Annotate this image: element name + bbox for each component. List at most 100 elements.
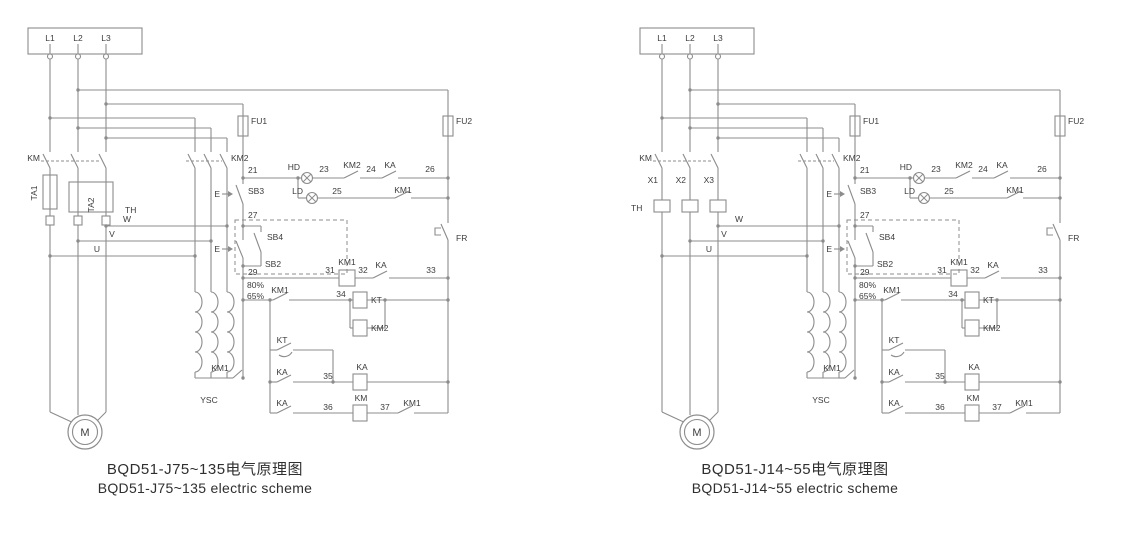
emergency-arrow-icon xyxy=(228,191,233,197)
contact-stroke xyxy=(381,170,397,179)
junction-dot xyxy=(446,176,450,180)
symbol-frame xyxy=(442,115,454,137)
component-label: KM1 xyxy=(403,398,421,408)
junction-dot xyxy=(268,380,272,384)
component-label: HD xyxy=(288,162,300,172)
lamp-cross xyxy=(919,193,929,203)
symbol-frame xyxy=(1054,115,1066,137)
contact-stroke xyxy=(235,240,244,259)
caption-right-en: BQD51-J14~55 electric scheme xyxy=(691,480,899,496)
contact-stroke xyxy=(1052,223,1061,241)
component-label: SB4 xyxy=(879,232,895,242)
component-label: M xyxy=(80,427,89,439)
component-label: KA xyxy=(276,398,288,408)
symbol-detail xyxy=(890,351,905,358)
component-label: FU1 xyxy=(251,116,267,126)
junction-dot xyxy=(880,380,884,384)
component-label: FU2 xyxy=(456,116,472,126)
component-label: 33 xyxy=(1038,265,1048,275)
component-label: KT xyxy=(371,295,382,305)
lamp-cross xyxy=(914,173,924,183)
component-label: KA xyxy=(356,362,368,372)
lamp-cross xyxy=(307,193,317,203)
component-label: KM1 xyxy=(950,257,968,267)
component-label: SB2 xyxy=(265,259,281,269)
junction-dot xyxy=(853,298,857,302)
component-label: SB3 xyxy=(860,186,876,196)
contact-stroke xyxy=(276,342,292,351)
component-label: LD xyxy=(904,186,915,196)
junction-dot xyxy=(383,298,387,302)
component-label: 36 xyxy=(935,402,945,412)
heater-element xyxy=(681,199,699,213)
component-label: 32 xyxy=(358,265,368,275)
contact-stroke xyxy=(343,170,359,179)
contact-stroke xyxy=(1006,190,1022,199)
component-label: FR xyxy=(1068,233,1079,243)
component-label: 34 xyxy=(336,289,346,299)
component-label: E xyxy=(214,244,220,254)
junction-dot xyxy=(268,298,272,302)
junction-dot xyxy=(209,239,213,243)
component-label: KM2 xyxy=(371,323,389,333)
terminal-circle xyxy=(658,53,666,60)
component-label: L1 xyxy=(45,33,55,43)
component-label: FU2 xyxy=(1068,116,1084,126)
component-label: L1 xyxy=(657,33,667,43)
component-label: KA xyxy=(384,160,396,170)
coil-symbol xyxy=(352,291,368,309)
component-label: 27 xyxy=(248,210,258,220)
component-label: YSC xyxy=(812,395,829,405)
contact-stroke xyxy=(276,405,292,414)
junction-dot xyxy=(76,239,80,243)
component-label: SB2 xyxy=(877,259,893,269)
coil-symbol xyxy=(964,319,980,337)
symbol-frame xyxy=(68,181,114,213)
component-label: 31 xyxy=(937,265,947,275)
component-label: TA1 xyxy=(29,185,39,200)
component-label: KT xyxy=(889,335,900,345)
component-label: 21 xyxy=(248,165,258,175)
heater-element xyxy=(45,215,55,226)
component-label: 26 xyxy=(1037,164,1047,174)
coil-symbol xyxy=(964,373,980,391)
symbol-frame xyxy=(237,115,249,137)
component-label: 29 xyxy=(860,267,870,277)
junction-dot xyxy=(1058,176,1062,180)
symbol-detail xyxy=(278,351,293,358)
contact-stroke xyxy=(232,369,243,379)
contact-stroke xyxy=(98,153,107,169)
button-station-box xyxy=(846,219,960,275)
junction-dot xyxy=(995,298,999,302)
junction-dot xyxy=(1058,298,1062,302)
component-label: L3 xyxy=(713,33,723,43)
component-label: LD xyxy=(292,186,303,196)
caption-left-cn: BQD51-J75~135电气原理图 xyxy=(106,461,304,478)
junction-dot xyxy=(446,276,450,280)
terminal-circle xyxy=(102,53,110,60)
junction-dot xyxy=(76,126,80,130)
junction-dot xyxy=(688,239,692,243)
contact-stroke xyxy=(831,153,840,169)
button-station-box xyxy=(234,219,348,275)
component-label: 23 xyxy=(931,164,941,174)
contact-stroke xyxy=(219,153,228,169)
component-label: L3 xyxy=(101,33,111,43)
contact-stroke xyxy=(955,170,971,179)
junction-dot xyxy=(241,224,245,228)
terminal-circle xyxy=(686,53,694,60)
component-label: YSC xyxy=(200,395,217,405)
component-label: U xyxy=(94,244,100,254)
contact-stroke xyxy=(70,153,79,169)
junction-dot xyxy=(104,136,108,140)
junction-dot xyxy=(837,224,841,228)
symbol-detail xyxy=(434,227,441,236)
component-label: 21 xyxy=(860,165,870,175)
junction-dot xyxy=(225,224,229,228)
component-label: 65% xyxy=(247,291,264,301)
contact-stroke xyxy=(394,190,410,199)
junction-dot xyxy=(1058,380,1062,384)
